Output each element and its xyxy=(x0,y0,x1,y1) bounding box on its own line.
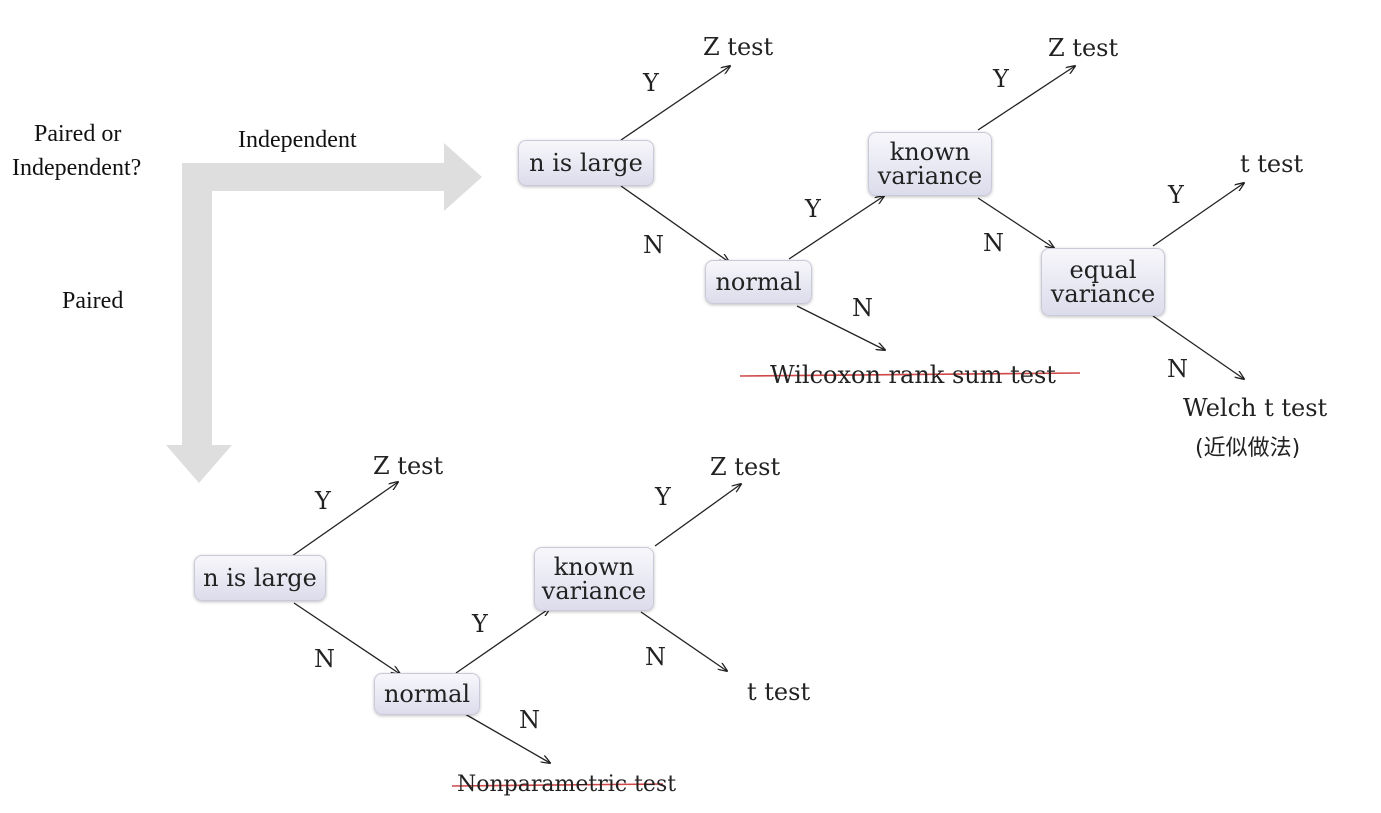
edge-nlarge-normal xyxy=(620,185,729,262)
ind-equal-variance-node: equal variance xyxy=(1041,248,1165,316)
paired-tree-edges xyxy=(291,482,741,763)
ind-n-equal: N xyxy=(1167,355,1188,383)
ind-wilcoxon-test: Wilcoxon rank sum test xyxy=(770,361,1056,389)
branch-independent-label: Independent xyxy=(238,127,357,153)
pair-n-normal: N xyxy=(519,706,540,734)
ind-normal-node: normal xyxy=(705,260,812,304)
flow-arrow-vertical-shaft xyxy=(182,163,212,447)
pair-nonparametric-test: Nonparametric test xyxy=(457,772,677,797)
question-line2: Independent? xyxy=(12,155,142,181)
ind-n-nlarge: N xyxy=(643,231,664,259)
edge-known-ztest xyxy=(977,66,1075,131)
ind-n-known: N xyxy=(983,229,1004,257)
flow-arrow-head-right xyxy=(444,143,482,211)
pair-y-normal: Y xyxy=(472,610,488,638)
edge-nlarge-ztest xyxy=(620,66,730,141)
ind-n-normal: N xyxy=(852,294,873,322)
ind-n-large-node: n is large xyxy=(518,140,654,186)
pair-known-label: known xyxy=(553,553,635,581)
pair-n-nlarge: N xyxy=(314,645,335,673)
ind-known-label: known xyxy=(889,138,971,166)
nonparametric-strike xyxy=(451,783,664,787)
ind-equal-label: equal xyxy=(1069,256,1137,284)
edge-p-normal-nonparam xyxy=(464,713,550,763)
ind-z-test-1: Z test xyxy=(703,33,774,61)
ind-t-test: t test xyxy=(1240,150,1304,178)
edge-p-nlarge-ztest xyxy=(291,482,398,557)
pair-normal-label: normal xyxy=(383,680,471,708)
pair-y-known: Y xyxy=(655,483,671,511)
wilcoxon-strike xyxy=(739,372,1081,377)
branch-paired-label: Paired xyxy=(62,288,124,314)
pair-known-variance-node: known variance xyxy=(534,547,654,611)
edge-p-known-ztest xyxy=(654,484,741,547)
ind-known-variance-node: known variance xyxy=(868,132,992,196)
edge-normal-wilcoxon xyxy=(796,305,885,350)
ind-y-known: Y xyxy=(993,65,1009,93)
pair-z-test-1: Z test xyxy=(373,452,444,480)
ind-n-large-label: n is large xyxy=(529,149,643,177)
pair-variance-label: variance xyxy=(541,577,647,605)
edge-equal-ttest xyxy=(1152,183,1244,247)
edge-normal-known xyxy=(788,196,884,260)
ind-variance-label: variance xyxy=(877,162,983,190)
pair-n-large-node: n is large xyxy=(194,555,326,601)
flow-arrow-horizontal-shaft xyxy=(182,163,446,191)
edge-known-equal xyxy=(977,197,1054,248)
ind-y-nlarge: Y xyxy=(643,69,659,97)
pair-z-test-2: Z test xyxy=(710,453,781,481)
ind-y-equal: Y xyxy=(1168,181,1184,209)
independent-tree-edges xyxy=(620,66,1244,379)
edge-p-normal-known xyxy=(455,608,550,674)
ind-z-test-2: Z test xyxy=(1048,34,1119,62)
ind-y-normal: Y xyxy=(805,195,821,223)
pair-y-nlarge: Y xyxy=(315,487,331,515)
pair-n-large-label: n is large xyxy=(203,564,317,592)
edge-equal-welch xyxy=(1152,315,1244,379)
edge-p-nlarge-normal xyxy=(293,602,400,674)
pair-t-test: t test xyxy=(747,678,811,706)
ind-welch-note: (近似做法) xyxy=(1195,436,1301,461)
pair-n-known: N xyxy=(645,643,666,671)
edge-p-known-ttest xyxy=(640,611,727,671)
question-line1: Paired or xyxy=(34,121,122,147)
flow-arrow xyxy=(166,445,232,483)
ind-normal-label: normal xyxy=(715,268,802,296)
ind-equal-variance-label: variance xyxy=(1050,280,1156,308)
pair-normal-node: normal xyxy=(374,673,480,715)
ind-welch-test: Welch t test xyxy=(1183,394,1328,422)
